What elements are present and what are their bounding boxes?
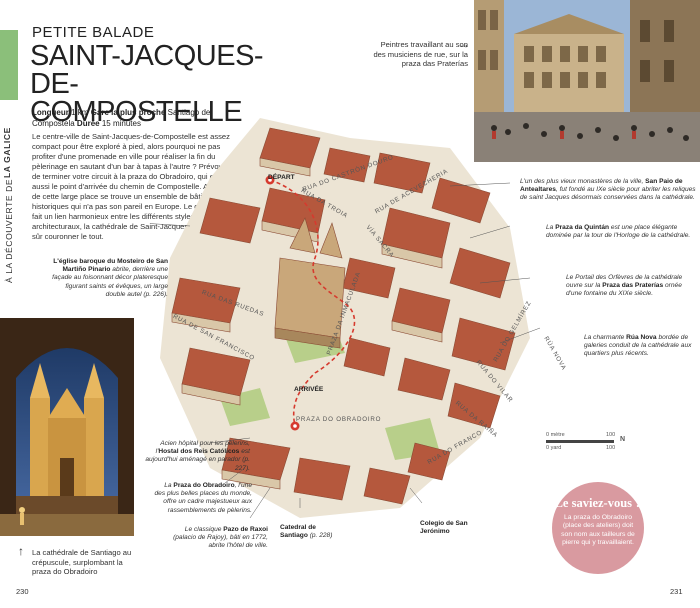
callout-text: La praza do Obradoiro (place des atelier… xyxy=(561,514,635,547)
praterias-photo xyxy=(474,0,700,162)
caption-colexio: Colegio de San Jerónimo xyxy=(420,520,468,536)
section-kicker: PETITE BALADE xyxy=(32,24,155,41)
caption-raxoi: Le classique Pazo de Raxoi (palacio de R… xyxy=(173,526,268,550)
length-value: 1 km xyxy=(71,108,89,117)
walk-map xyxy=(150,118,541,519)
chapter-region: la Galice xyxy=(2,127,12,179)
caption-san-paio: L'un des plus vieux monastères de la vil… xyxy=(520,178,696,202)
caption-arrow-right-icon: → xyxy=(458,37,470,51)
chapter-prefix: À la découverte de xyxy=(4,178,14,283)
start-label: DÉPART xyxy=(268,174,295,181)
page-number-right: 231 xyxy=(670,587,683,596)
caption-arrow-up-icon: ↑ xyxy=(18,544,24,558)
scale-yards-start: 0 yard xyxy=(546,445,562,451)
caption-hostal: Acien hôpital pour les pèlerins, l'Hosta… xyxy=(145,440,250,472)
scale-yards-end: 100 xyxy=(606,445,616,451)
chapter-tab xyxy=(0,30,18,100)
did-you-know-callout: Le saviez-vous ? La praza do Obradoiro (… xyxy=(552,482,644,574)
right-photo-caption: Peintres travaillant au son des musicien… xyxy=(373,40,468,68)
end-label: ARRIVÉE xyxy=(294,386,324,393)
caption-praterias: Le Portail des Orfèvres de la cathédrale… xyxy=(566,274,683,298)
map-scale: 0 mètre 100 0 yard 100 N xyxy=(546,432,628,452)
title-line-2: DE-COMPOSTELLE xyxy=(30,68,243,128)
scale-metres-end: 100 xyxy=(606,432,616,438)
caption-rua-nova: La charmante Rúa Nova bordée de galeries… xyxy=(584,334,692,358)
length-label: Longueur xyxy=(32,108,69,117)
duration-value: 15 minutes xyxy=(101,118,141,128)
scale-bar xyxy=(546,440,614,443)
page-number-left: 230 xyxy=(16,587,29,596)
title-line-1: SAINT-JACQUES- xyxy=(30,40,264,72)
duration-label: Durée xyxy=(76,118,100,128)
cathedral-photo xyxy=(0,318,134,536)
left-photo-caption: La cathédrale de Santiago au crépuscule,… xyxy=(32,548,132,576)
scale-metres-start: 0 mètre xyxy=(546,432,565,438)
north-arrow-icon: N xyxy=(620,436,626,443)
caption-catedral: Catedral de Santiago (p. 228) xyxy=(280,524,333,540)
caption-quintan: La Praza da Quintán est une place élégan… xyxy=(546,224,691,240)
caption-obradoiro: La Praza do Obradoiro, l'une des plus be… xyxy=(154,482,252,514)
caption-pinario: L'église baroque du Mosteiro de San Mart… xyxy=(52,258,168,298)
page-title: SAINT-JACQUES- DE-COMPOSTELLE xyxy=(30,40,270,128)
callout-title: Le saviez-vous ? xyxy=(554,496,642,510)
street-label: PRAZA DO OBRADOIRO xyxy=(296,416,382,423)
intro-paragraph: Le centre-ville de Saint-Jacques-de-Comp… xyxy=(32,132,232,241)
walk-facts: Longueur 1 km Gare la plus proche Santia… xyxy=(32,108,252,129)
station-label: Gare la plus proche xyxy=(90,108,166,117)
station-value: Santiago de Compostela xyxy=(32,108,211,128)
